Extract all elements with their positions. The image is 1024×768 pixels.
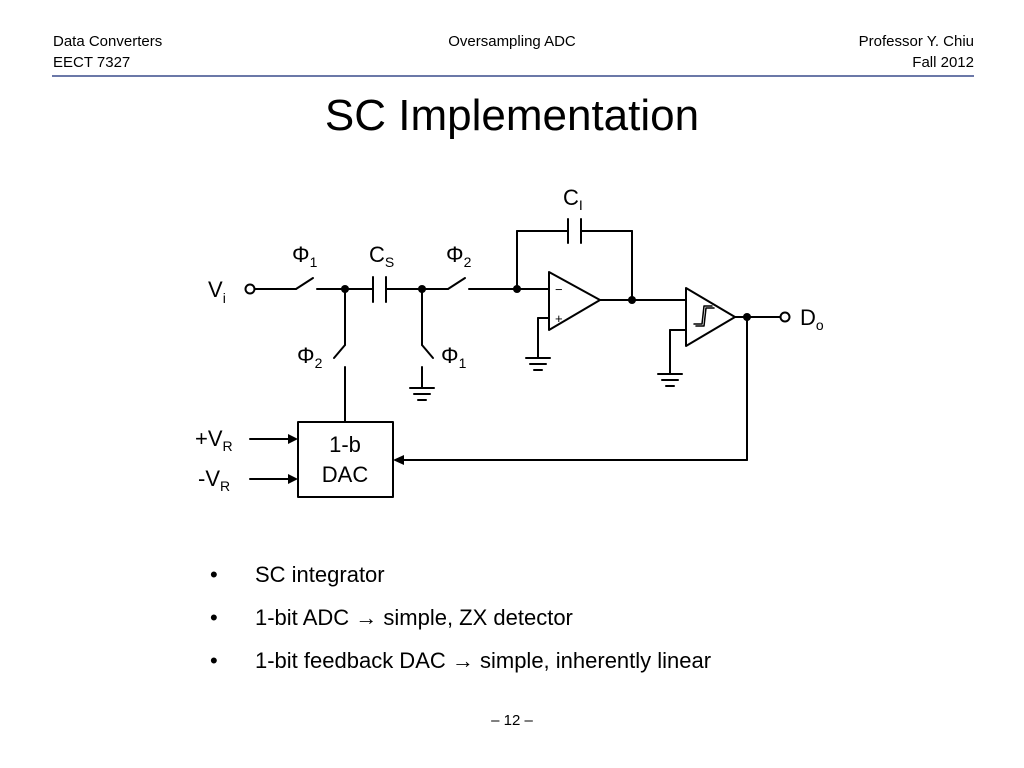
dac-label-line2: DAC <box>322 462 369 487</box>
bullet-marker: • <box>210 605 218 630</box>
opamp <box>548 271 601 331</box>
switch-phi2-shunt <box>333 344 346 359</box>
lecture-topic: Oversampling ADC <box>448 33 576 50</box>
arrow-vrp <box>288 434 298 444</box>
bullet-list: • SC integrator • 1-bit ADC → simple, ZX d… <box>210 560 711 689</box>
dac-label-line1: 1-b <box>329 432 361 457</box>
opamp-minus-sign: − <box>555 282 563 297</box>
course-name: Data Converters <box>53 33 163 50</box>
label-phi2-shunt: Φ2 <box>297 343 323 371</box>
header-right: Professor Y. Chiu Fall 2012 <box>859 31 974 73</box>
header-rule <box>52 75 974 77</box>
label-cs: CS <box>369 242 394 270</box>
page-number: – 12 – <box>491 712 533 729</box>
arrow-fb <box>393 455 404 465</box>
arrow-vrm <box>288 474 298 484</box>
comparator <box>685 287 736 347</box>
list-item: • 1-bit ADC → simple, ZX detector <box>210 603 711 646</box>
junction-summing <box>513 285 521 293</box>
slide-title: SC Implementation <box>324 91 700 140</box>
course-code: EECT 7327 <box>53 54 131 71</box>
label-phi1-shunt: Φ1 <box>441 343 467 371</box>
header-center: Oversampling ADC <box>0 31 1024 52</box>
label-vrp: +VR <box>195 426 233 454</box>
header-left: Data Converters EECT 7327 <box>53 31 162 73</box>
label-phi1-series: Φ1 <box>292 242 318 270</box>
bullet-marker: • <box>210 648 218 673</box>
label-vrm: -VR <box>198 466 230 494</box>
label-dout: Do <box>800 305 824 333</box>
switch-phi2-series <box>447 277 466 290</box>
junction-opamp-out <box>628 296 636 304</box>
dac-block <box>297 421 394 498</box>
bullet-text: SC integrator <box>255 562 385 587</box>
list-item: • SC integrator <box>210 560 711 603</box>
bullet-text: 1-bit feedback DAC → simple, inherently … <box>255 648 712 673</box>
label-phi2-series: Φ2 <box>446 242 472 270</box>
switch-phi1-shunt <box>421 344 434 359</box>
vin-terminal <box>244 283 256 295</box>
junction-node-a <box>341 285 349 293</box>
junction-dout <box>743 313 751 321</box>
hysteresis-icon-2 <box>695 307 715 327</box>
list-item: • 1-bit feedback DAC → simple, inherently… <box>210 646 711 689</box>
label-vin: Vi <box>208 277 226 306</box>
instructor: Professor Y. Chiu <box>858 33 974 50</box>
hysteresis-icon <box>693 305 713 325</box>
semester: Fall 2012 <box>912 54 974 71</box>
label-ci: CI <box>563 185 583 213</box>
junction-node-b <box>418 285 426 293</box>
opamp-plus-sign: + <box>555 311 563 326</box>
switch-phi1-series <box>295 277 314 290</box>
bullet-marker: • <box>210 562 218 587</box>
bullet-text: 1-bit ADC → simple, ZX detector <box>255 605 573 630</box>
dout-terminal <box>779 311 791 323</box>
